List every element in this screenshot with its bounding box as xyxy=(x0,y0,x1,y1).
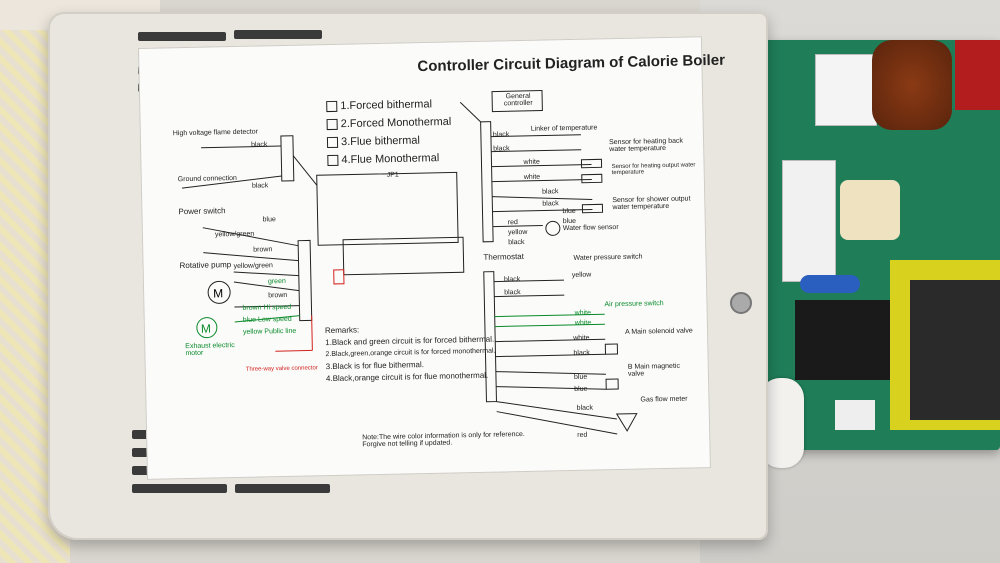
vent-slot xyxy=(138,32,226,41)
label-rotative-pump: Rotative pump xyxy=(179,260,232,271)
label-b-main-valve: B Main magnetic valve xyxy=(627,362,680,378)
wire-color: brown xyxy=(268,291,288,300)
water-flow-icon xyxy=(545,220,561,236)
heating-element-icon xyxy=(580,158,604,214)
wire-color: black xyxy=(493,145,510,153)
remarks-title: Remarks: xyxy=(324,325,360,336)
wire-color: yellow xyxy=(571,271,592,279)
wire-color: yellow xyxy=(507,228,528,237)
wire-color: white xyxy=(523,158,540,166)
fan-motor-icon: M xyxy=(196,317,218,339)
circuit-board xyxy=(760,40,1000,450)
label-general-controller: General controller xyxy=(503,92,533,108)
wire-color: black xyxy=(503,276,521,284)
relay-red xyxy=(955,40,1000,110)
label-water-flow: Water flow sensor xyxy=(562,223,619,233)
label-exhaust-motor: Exhaust electric motor xyxy=(185,342,235,358)
connector-black xyxy=(795,300,890,380)
choke-coil xyxy=(872,40,952,130)
wire-color: black xyxy=(504,289,521,297)
wire-color: white xyxy=(574,309,592,317)
gas-meter-icon xyxy=(615,413,638,432)
wire-color: white xyxy=(523,173,541,181)
wire-color: yellow/green xyxy=(214,230,255,239)
circuit-diagram-label: Controller Circuit Diagram of Calorie Bo… xyxy=(138,36,725,480)
label-air-pressure: Air pressure switch xyxy=(604,300,664,309)
wiring-lines: M M xyxy=(181,90,638,435)
wire-color: black xyxy=(542,200,559,208)
connector-small xyxy=(835,400,875,430)
label-gas-meter: Gas flow meter xyxy=(640,395,688,404)
wire-color: red xyxy=(507,219,518,227)
wire-color: blue xyxy=(573,373,588,381)
mounting-screw xyxy=(730,292,752,314)
vent-slot xyxy=(235,484,330,493)
label-water-pressure: Water pressure switch xyxy=(573,253,643,262)
wire-color: black xyxy=(492,131,510,139)
connector-vertical xyxy=(782,160,836,282)
wire-color: black xyxy=(542,188,559,196)
svg-text:M: M xyxy=(201,322,211,336)
wire-color: green xyxy=(267,277,286,286)
label-linker: Linker of temperature xyxy=(530,124,598,133)
wire-color: white xyxy=(573,334,590,342)
label-thermostat: Thermostat xyxy=(483,251,525,262)
capacitor-blue xyxy=(800,275,860,293)
valve-icon xyxy=(604,343,619,390)
vent-slot xyxy=(234,30,322,39)
label-jp1: JP1 xyxy=(386,171,399,179)
wire-color: brown xyxy=(253,246,273,254)
wire-color: blue xyxy=(562,207,576,216)
wire-color: black xyxy=(573,349,590,357)
wire-color: red xyxy=(577,431,588,439)
label-a-main-valve: A Main solenoid valve xyxy=(624,327,693,336)
connector-white xyxy=(815,54,877,126)
fan-speed-row: blue Low speed xyxy=(242,315,292,324)
wire-color: black xyxy=(250,141,268,149)
wire-color: black xyxy=(251,182,269,190)
wire-color: black xyxy=(576,404,594,412)
wire-color: yellow/green xyxy=(233,262,273,271)
label-sensor-heating-back: Sensor for heating back water temperatur… xyxy=(609,137,684,154)
fuse-holder xyxy=(840,180,900,240)
fan-speed-row: yellow Public line xyxy=(242,327,297,336)
svg-text:M: M xyxy=(213,286,223,300)
wire-color: blue xyxy=(574,385,588,393)
vent-slot xyxy=(132,484,227,493)
wire-color: white xyxy=(574,319,592,327)
label-sensor-shower: Sensor for shower output water temperatu… xyxy=(612,195,691,212)
label-ground: Ground connection xyxy=(177,174,237,184)
wire-color: blue xyxy=(262,216,276,224)
label-sensor-heating-output: Sensor for heating output water temperat… xyxy=(611,162,696,177)
fan-speed-row: brown Hi speed xyxy=(242,303,292,312)
motor-icon: M xyxy=(207,280,231,304)
label-power-switch: Power switch xyxy=(178,206,226,217)
transformer-core xyxy=(910,280,1000,420)
wire-color: black xyxy=(508,238,525,247)
wire-color: blue xyxy=(562,217,577,226)
